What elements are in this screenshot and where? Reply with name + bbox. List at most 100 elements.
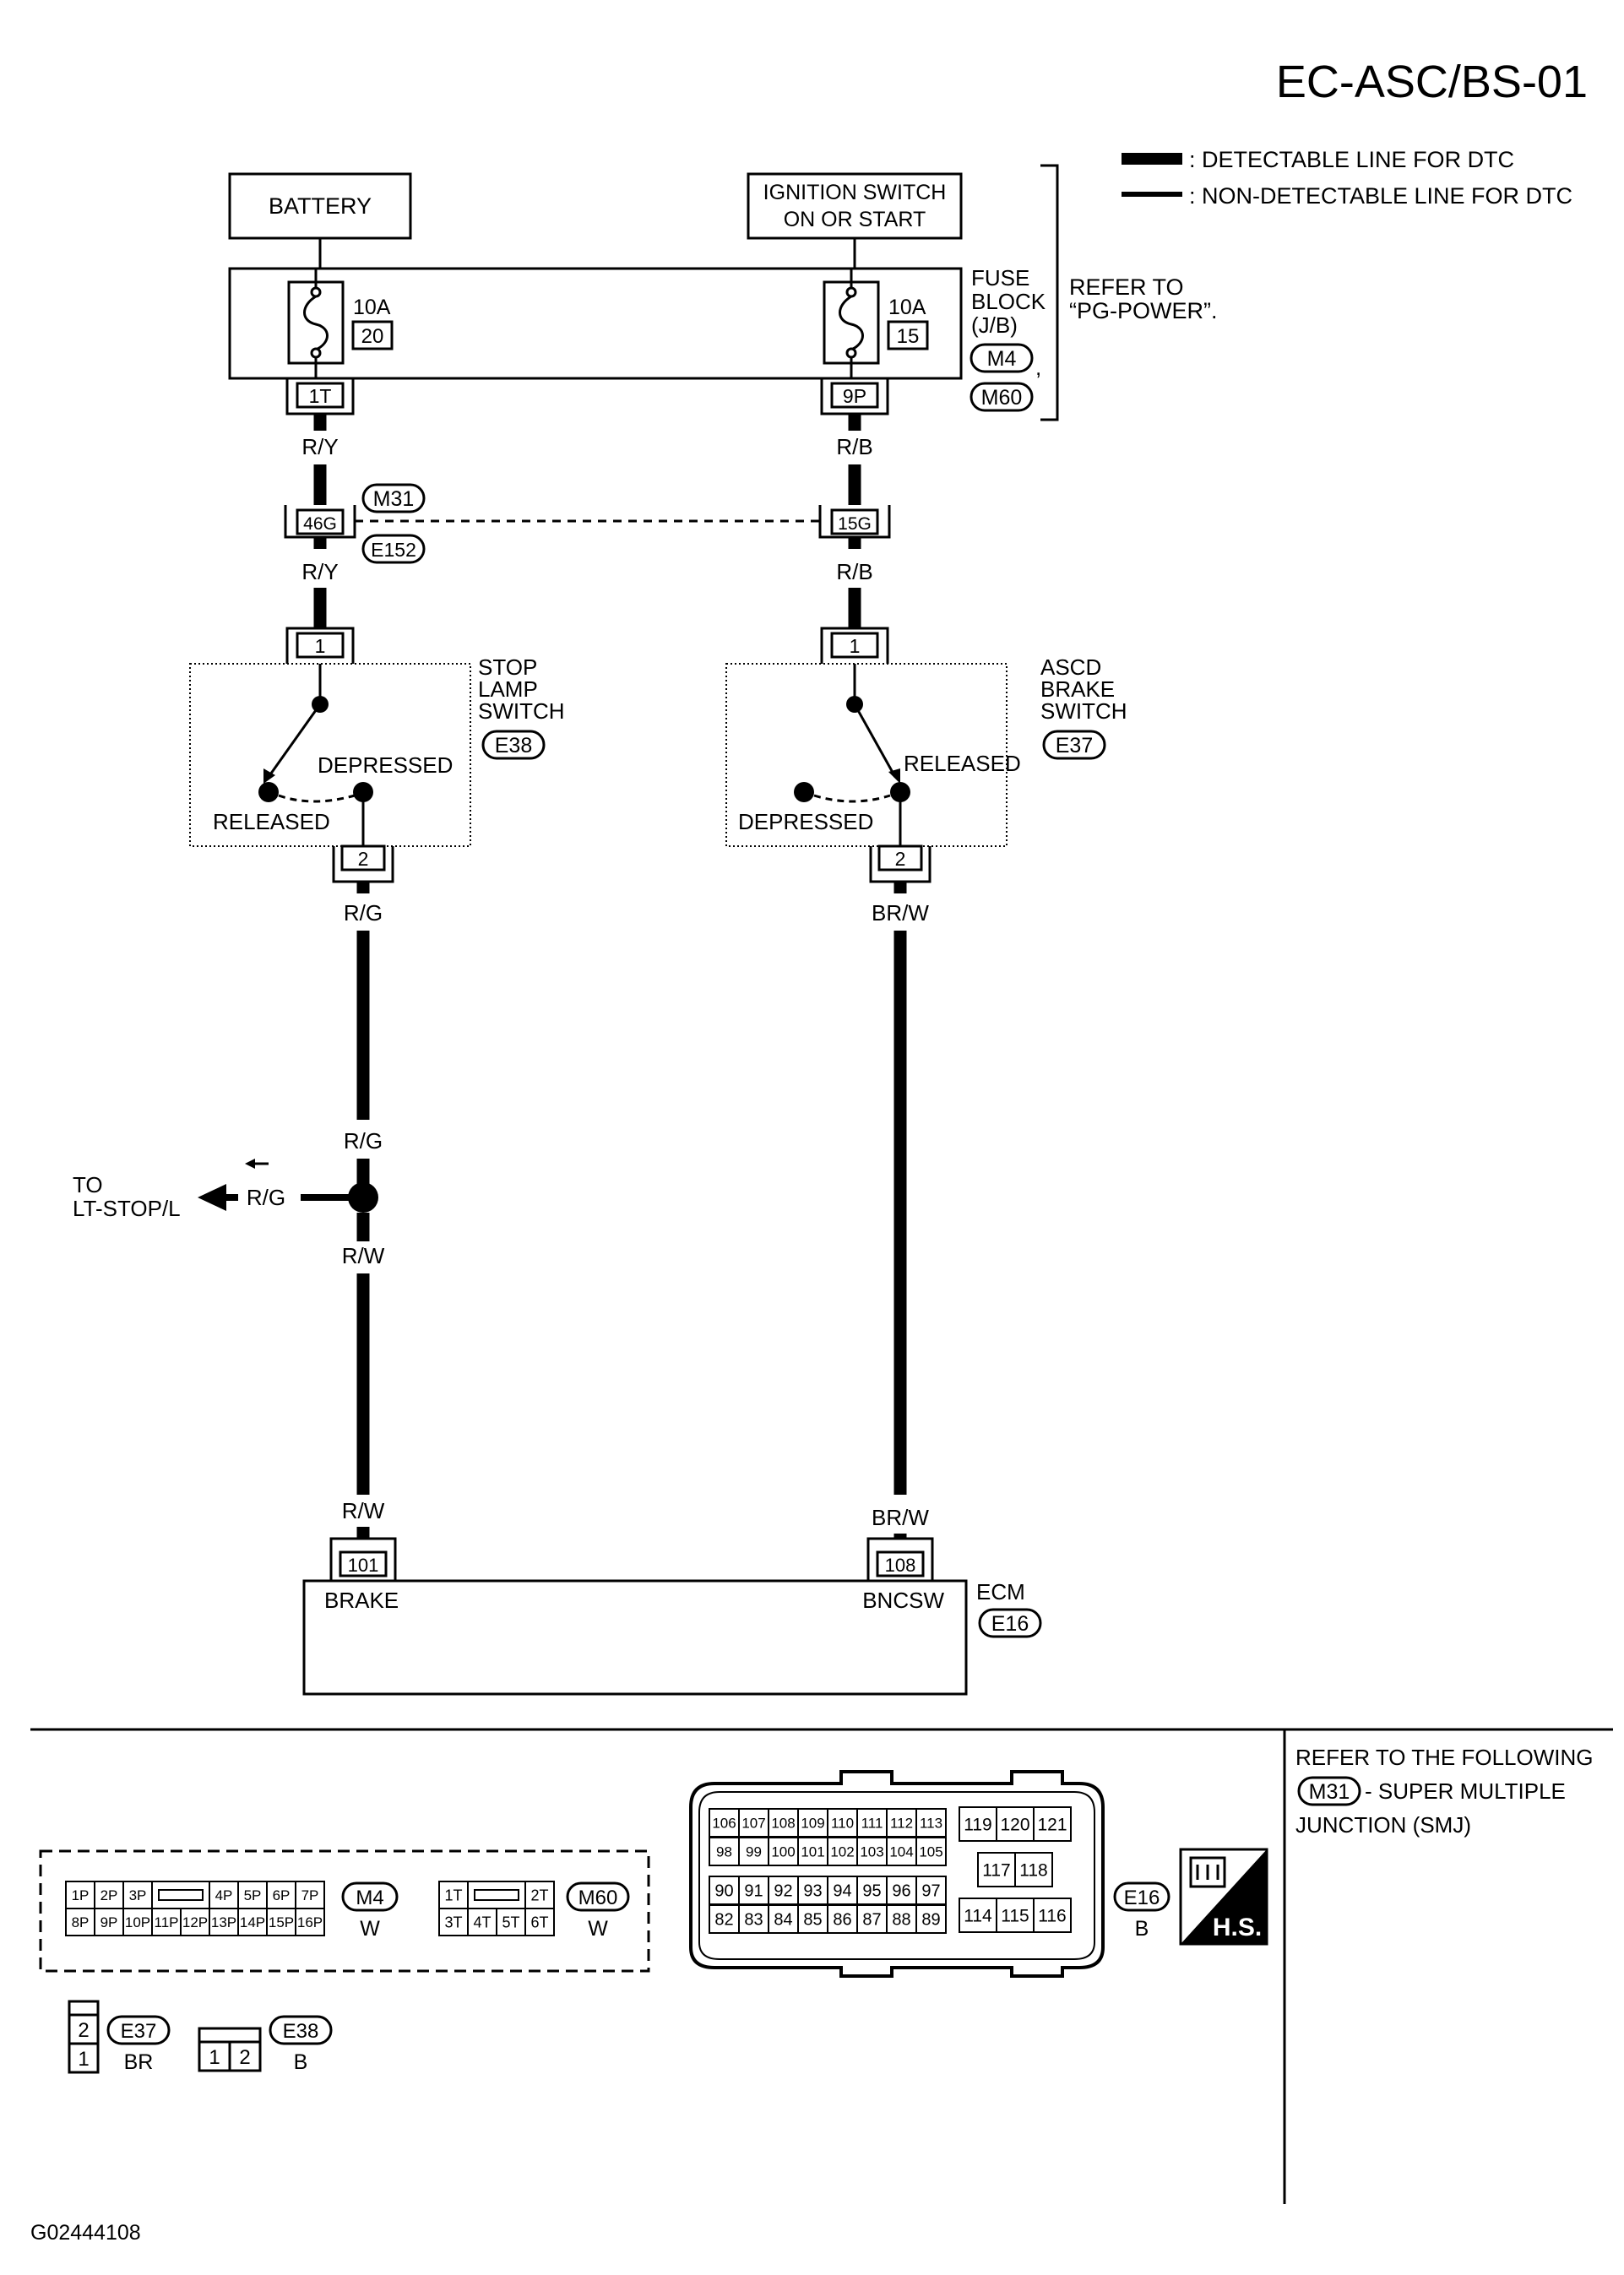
e16-pin-label: 114 [964,1907,992,1926]
e16-pin-label: 119 [964,1816,991,1835]
e16-pin-label: 121 [1037,1816,1067,1835]
stop-released: RELEASED [213,809,330,834]
hs-label: H.S. [1213,1914,1262,1941]
m4-pin-label: 12P [182,1914,208,1930]
joint-15g: 15G [818,505,891,539]
e16-pin-label: 95 [862,1882,881,1901]
e38-color: B [294,2050,308,2074]
fuse-right-element [839,295,864,351]
terminal-9p: 9P [820,378,889,415]
fuse-right-number: 15 [897,325,920,348]
e16-pin-label: 85 [803,1911,822,1930]
ascd-label-1: ASCD [1040,654,1101,680]
small-arrow-left-icon [245,1159,255,1169]
e16-pin-label: 116 [1038,1907,1066,1926]
e16-pin-label: 99 [746,1844,762,1860]
ecm-box [302,1579,968,1696]
joint-46g: 46G [284,505,356,539]
joint-conn-m31: M31 [373,487,415,511]
detectable-line-sample [1122,153,1182,165]
svg-text:1: 1 [78,2048,89,2071]
ascd-conn: E37 [1056,734,1093,757]
refer-following-2: - SUPER MULTIPLE [1365,1778,1566,1804]
e16-pin-label: 118 [1019,1861,1047,1881]
m4-color: W [360,1917,380,1941]
refer-following-1: REFER TO THE FOLLOWING [1295,1745,1594,1770]
non-detectable-line-sample [1122,192,1182,197]
m4-cell [295,1908,325,1936]
e16-pin-label: 103 [860,1844,883,1860]
e16-pin-label: 83 [744,1911,763,1930]
m60-pin-label: 1T [444,1887,462,1903]
ignition-line1: IGNITION SWITCH [763,181,947,204]
wire-label-brw-1: BR/W [872,900,929,926]
svg-text:2: 2 [895,848,906,870]
legend-non-detectable: : NON-DETECTABLE LINE FOR DTC [1189,183,1572,209]
ascd-label-2: BRAKE [1040,676,1115,702]
refer-following-conn: M31 [1309,1780,1350,1804]
stop-label-1: STOP [478,654,537,680]
fuse-block-line2: BLOCK [971,289,1046,314]
ascd-depressed: DEPRESSED [738,809,873,834]
m4-pin-label: 1P [72,1887,90,1903]
m60-pin-label: 4T [473,1914,491,1930]
m4-pin-label: 2P [100,1887,118,1903]
e16-cell [1033,1806,1072,1842]
svg-text:2: 2 [78,2019,89,2042]
e16-pin-label: 87 [862,1911,881,1930]
m4-key-slot [158,1889,204,1901]
e16-pin-label: 110 [831,1816,854,1832]
hs-symbol: H.S. [1179,1848,1268,1946]
wire-label-rw-2: R/W [342,1498,385,1523]
fuse-left-number: 20 [361,325,384,348]
e16-pin-label: 89 [921,1911,940,1930]
svg-text:2: 2 [358,848,369,870]
svg-text:46G: 46G [303,514,337,534]
e16-pin-label: 117 [982,1861,1010,1881]
m4-pin-label: 3P [129,1887,147,1903]
e16-pin-label: 113 [920,1816,942,1832]
e16-pin-label: 84 [774,1911,792,1930]
e16-pin-label: 97 [921,1882,940,1901]
svg-text:1: 1 [209,2046,220,2069]
terminal-1t: 1T [285,378,355,415]
e16-housing [689,1770,1105,1978]
ascd-brake-switch: 1 RELEASED DEPRESSED 2 [725,627,1021,883]
ecm-terminal-108: 108 [866,1537,934,1581]
wire-label-brw-2: BR/W [872,1505,929,1530]
stop-lamp-switch: 1 DEPRESSED RELEASED 2 [189,627,471,883]
e16-pin-label: 107 [741,1816,765,1832]
m4-cell [151,1881,210,1909]
svg-text:1: 1 [850,635,861,657]
wire-label-rb-1: R/B [836,434,872,459]
m60-pin-label: 6T [530,1914,548,1930]
e37-connector: 2 1 E37 BR [68,2000,171,2074]
refer-bracket [1040,164,1059,421]
wire-label-ry-1: R/Y [301,434,338,459]
stop-depressed: DEPRESSED [318,752,453,778]
svg-text:9P: 9P [843,385,866,407]
arrow-left-icon [198,1184,226,1211]
fuse-right-rating: 10A [888,296,926,319]
e16-pin-label: 90 [714,1882,733,1901]
svg-text:101: 101 [348,1555,379,1576]
page-title: EC-ASC/BS-01 [1276,57,1588,107]
battery-label: BATTERY [269,193,372,219]
wire-label-rg-1: R/G [344,900,383,926]
e16-pin-label: 111 [861,1816,883,1832]
m4-pin-label: 10P [125,1914,150,1930]
m60-pin-label: 5T [502,1914,519,1930]
e16-cell [915,1837,947,1866]
connector-group-dashed [39,1849,650,1973]
m4-pin-label: 9P [100,1914,118,1930]
m4-id: M4 [356,1887,383,1909]
m60-pin-label: 3T [444,1914,462,1930]
m4-pin-label: 7P [301,1887,319,1903]
ecm-conn: E16 [991,1612,1029,1636]
fuse-block-line3: (J/B) [971,312,1018,338]
e16-cell [915,1904,947,1934]
e16-pin-label: 109 [801,1816,824,1832]
